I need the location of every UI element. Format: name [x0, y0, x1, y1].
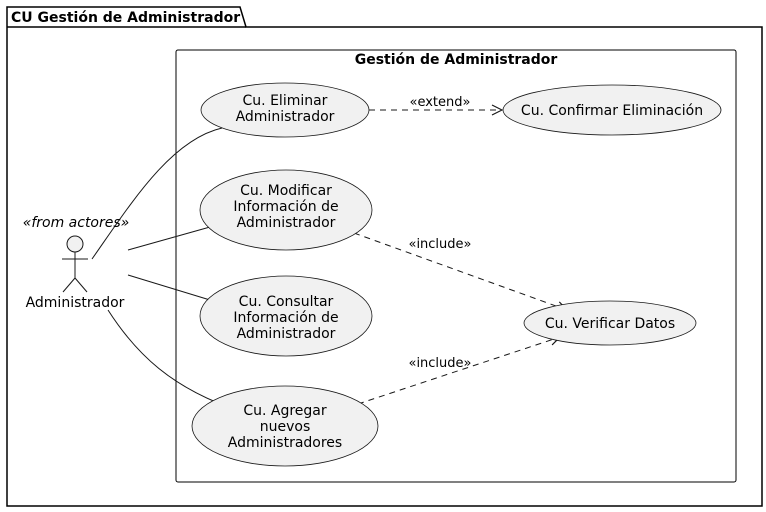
- actor-name: Administrador: [26, 295, 125, 311]
- use-case-label: Cu. Agregar: [243, 403, 327, 419]
- use-case-label: Cu. Confirmar Eliminación: [521, 103, 703, 119]
- actor-stick-figure-icon: [62, 235, 88, 293]
- use-case-eliminar-administrador[interactable]: Cu. Eliminar Administrador: [200, 82, 370, 138]
- association-eliminar: [91, 127, 223, 260]
- use-case-label: Administrador: [236, 109, 335, 125]
- use-case-label: Información de: [233, 310, 338, 326]
- system-title: Gestión de Administrador: [355, 52, 558, 68]
- use-case-agregar-administradores[interactable]: Cu. Agregar nuevos Administradores: [191, 385, 379, 467]
- use-case-label: nuevos: [260, 419, 311, 435]
- actor-stereotype: «from actores»: [23, 215, 130, 231]
- use-case-label: Cu. Consultar: [239, 294, 334, 310]
- use-case-verificar-datos[interactable]: Cu. Verificar Datos: [523, 300, 697, 346]
- association-consultar: [127, 274, 211, 301]
- use-case-label: Administrador: [237, 215, 336, 231]
- package-title: CU Gestión de Administrador: [11, 10, 240, 26]
- system-boundary: Gestión de Administrador: [175, 49, 737, 483]
- extend-label: «extend»: [410, 95, 471, 110]
- include-arrow-agregar: [357, 337, 560, 405]
- include-arrow-modificar: [353, 232, 567, 310]
- use-case-label: Cu. Modificar: [240, 183, 332, 199]
- use-case-label: Cu. Eliminar: [243, 93, 328, 109]
- association-modificar: [127, 226, 211, 251]
- use-case-label: Información de: [233, 199, 338, 215]
- use-case-consultar-informacion[interactable]: Cu. Consultar Información de Administrad…: [199, 275, 373, 357]
- include-label-agregar: «include»: [408, 356, 471, 371]
- actor-administrador[interactable]: «from actores» Administrador: [23, 215, 130, 311]
- include-label-modificar: «include»: [408, 237, 471, 252]
- use-case-confirmar-eliminacion[interactable]: Cu. Confirmar Eliminación: [502, 84, 722, 136]
- association-agregar: [107, 309, 219, 404]
- use-case-modificar-informacion[interactable]: Cu. Modificar Información de Administrad…: [199, 169, 373, 251]
- use-case-label: Administrador: [237, 326, 336, 342]
- use-case-label: Cu. Verificar Datos: [545, 316, 675, 332]
- use-case-label: Administradores: [228, 435, 342, 451]
